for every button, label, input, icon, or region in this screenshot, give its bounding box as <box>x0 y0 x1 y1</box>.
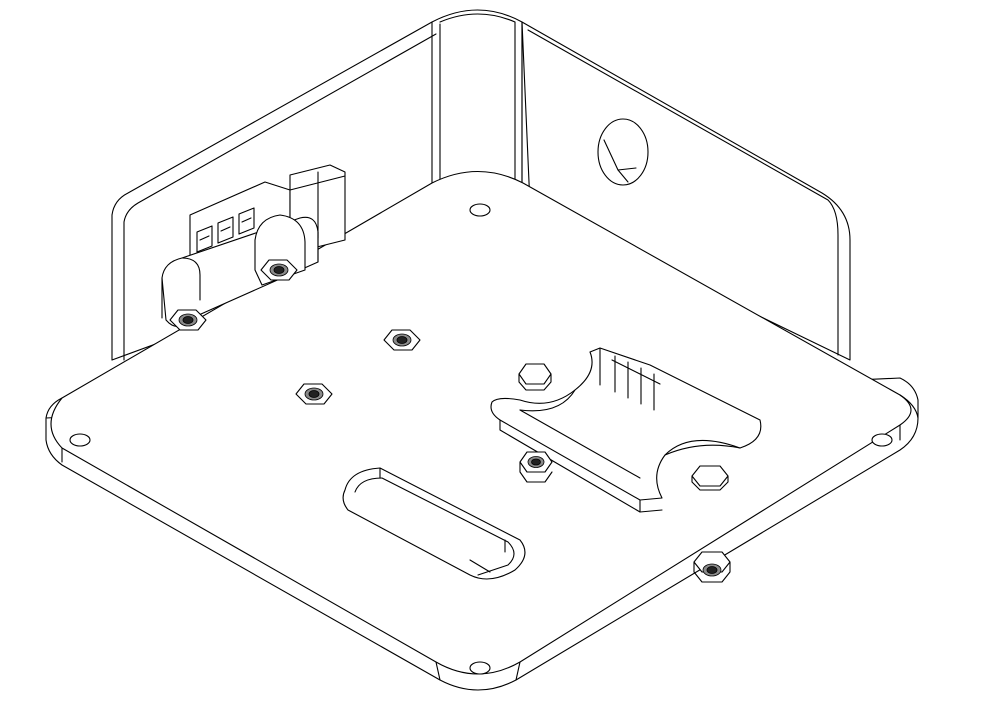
nut-front-edge <box>693 551 731 583</box>
rail-clip <box>490 347 762 513</box>
nut-left-bracket <box>169 309 207 331</box>
mount-hole-right <box>871 433 893 447</box>
base-slot <box>342 467 526 580</box>
terminal-screw-slots <box>196 207 255 253</box>
wall-port-hole <box>597 118 649 186</box>
nut-center-lower <box>295 383 333 405</box>
mount-hole-front <box>469 661 491 675</box>
nut-rail-top <box>518 363 552 391</box>
nut-right-bracket <box>260 259 298 281</box>
nut-center-upper <box>383 329 421 351</box>
nut-rail-bottom <box>519 451 553 483</box>
mount-hole-left <box>69 433 91 447</box>
nut-rail-right <box>691 465 729 491</box>
mount-hole-back <box>469 203 491 217</box>
